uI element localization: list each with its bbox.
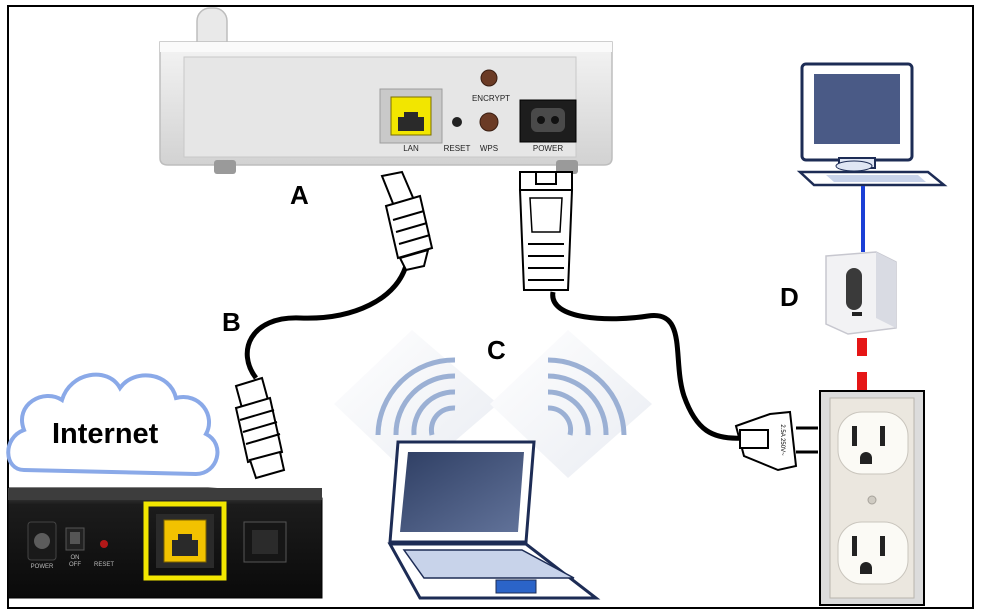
- callout-b: B: [222, 307, 241, 337]
- ethernet-cable: [234, 170, 434, 480]
- wps-button: [479, 112, 499, 132]
- encrypt-label: ENCRYPT: [472, 94, 510, 103]
- desktop-computer-icon: [796, 62, 948, 187]
- powerline-dash-2: [857, 372, 867, 390]
- modem-reset-label: RESET: [94, 562, 114, 568]
- reset-label: RESET: [444, 144, 471, 153]
- wireless-router: ENCRYPT LAN RESET WPS POWER: [159, 7, 613, 174]
- modem: POWER ON OFF RESET: [7, 487, 323, 599]
- powerline-dash-1: [857, 338, 867, 356]
- internet-label: Internet: [52, 418, 159, 450]
- wps-label: WPS: [480, 144, 498, 153]
- wifi-signal-right-icon: [547, 357, 627, 436]
- modem-lan-highlight: [143, 501, 227, 581]
- router-reset-hole: [452, 117, 462, 127]
- callout-d: D: [780, 282, 799, 312]
- wall-outlet-icon: [819, 390, 925, 606]
- wireless-laptop: [334, 330, 652, 600]
- wifi-signal-left-icon: [375, 357, 456, 436]
- power-cable: 2.5A 250V~: [518, 171, 818, 472]
- callout-c: C: [487, 335, 506, 365]
- internet-cloud-icon: [6, 372, 220, 477]
- powerline-adapter: [825, 251, 897, 335]
- router-power-socket: [519, 99, 577, 143]
- encrypt-led: [480, 69, 498, 87]
- router-lan-port: [379, 88, 443, 144]
- modem-off-label: OFF: [69, 562, 81, 568]
- power-label: POWER: [533, 144, 563, 153]
- callout-a: A: [290, 180, 309, 210]
- modem-power-label: POWER: [31, 564, 54, 570]
- plug-rating-label: 2.5A 250V~: [779, 424, 785, 456]
- modem-on-label: ON: [71, 555, 80, 561]
- lan-label: LAN: [403, 144, 419, 153]
